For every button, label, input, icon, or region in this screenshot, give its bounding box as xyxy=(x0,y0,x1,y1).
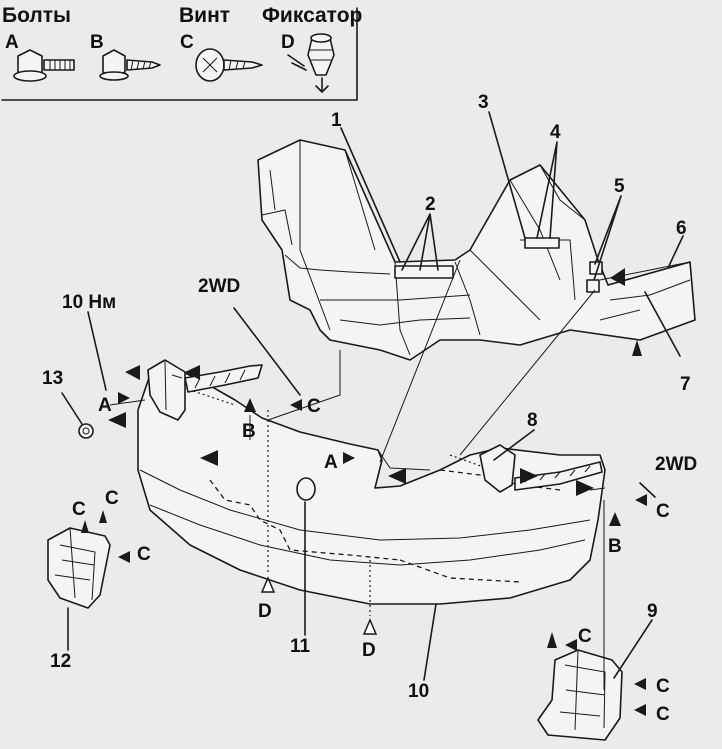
callout-11: 11 xyxy=(290,636,311,657)
legend-letter-c: C xyxy=(180,32,194,53)
bumper-retainer-right xyxy=(479,444,603,493)
legend-screw-label: Винт xyxy=(179,4,230,27)
fastener-label-b: B xyxy=(608,536,622,557)
car-body-rear xyxy=(257,139,696,361)
fastener-label-a: A xyxy=(324,452,338,473)
fastener-label-d: D xyxy=(362,640,376,661)
arrow-icon xyxy=(108,412,126,428)
fastener-label-c: C xyxy=(578,626,592,647)
arrow-icon xyxy=(185,365,200,380)
arrow-icon xyxy=(576,480,594,496)
callout-9: 9 xyxy=(647,601,658,622)
screw-icon xyxy=(195,48,263,82)
rear-bumper-cover xyxy=(137,364,606,605)
arrow-icon xyxy=(125,365,140,380)
callout-3: 3 xyxy=(478,92,489,113)
fastener-label-c: C xyxy=(656,501,670,522)
arrow-icon xyxy=(610,268,625,286)
drive-label-right: 2WD xyxy=(655,454,697,475)
callout-5: 5 xyxy=(614,176,625,197)
legend-clip-label: Фиксатор xyxy=(262,4,362,27)
callout-numbers: 1 2 3 4 5 6 7 8 9 10 11 12 13 xyxy=(42,92,691,702)
callout-12: 12 xyxy=(50,651,71,672)
fastener-label-b: B xyxy=(242,421,256,442)
drive-label-left: 2WD xyxy=(198,276,240,297)
callout-6: 6 xyxy=(676,218,687,239)
callout-4: 4 xyxy=(550,122,561,143)
torque-label: 10 Нм xyxy=(62,292,116,313)
clip-fastener-icon xyxy=(287,33,335,93)
fastener-legend: Болты Винт Фиксатор A B C D xyxy=(1,4,362,101)
callout-7: 7 xyxy=(680,374,691,395)
arrow-icon xyxy=(520,468,538,484)
callout-1: 1 xyxy=(331,110,342,131)
callout-8: 8 xyxy=(527,410,538,431)
bumper-side-bracket-left xyxy=(147,359,186,421)
fastener-label-c: C xyxy=(137,544,151,565)
fastener-label-c: C xyxy=(656,676,670,697)
tapping-bolt-icon xyxy=(99,49,161,81)
retaining-clip xyxy=(78,423,94,439)
arrow-icon xyxy=(200,450,218,466)
callout-2: 2 xyxy=(425,194,436,215)
assembly-arrows xyxy=(108,268,642,648)
bumper-retainer-left xyxy=(184,364,263,393)
annotations: 10 Нм 2WD 2WD A A B B C C C C C C C C D … xyxy=(62,276,697,725)
legend-letter-b: B xyxy=(90,32,104,53)
fastener-label-c: C xyxy=(307,396,321,417)
fastener-label-a: A xyxy=(98,395,112,416)
arrow-icon xyxy=(547,632,557,648)
arrow-icon xyxy=(632,340,642,356)
arrow-icon xyxy=(388,468,406,484)
callout-13: 13 xyxy=(42,368,63,389)
legend-letter-d: D xyxy=(281,32,295,53)
flange-bolt-icon xyxy=(13,49,75,82)
callout-10: 10 xyxy=(408,681,429,702)
mud-flap-right xyxy=(537,649,623,741)
leader-lines xyxy=(61,111,684,690)
mud-flap-left xyxy=(47,527,111,609)
fastener-label-c: C xyxy=(105,488,119,509)
fastener-label-d: D xyxy=(258,601,272,622)
fastener-markers xyxy=(81,392,647,716)
fastener-label-c: C xyxy=(72,499,86,520)
legend-bolts-label: Болты xyxy=(2,4,71,27)
legend-letter-a: A xyxy=(5,32,19,53)
fastener-label-c: C xyxy=(656,704,670,725)
